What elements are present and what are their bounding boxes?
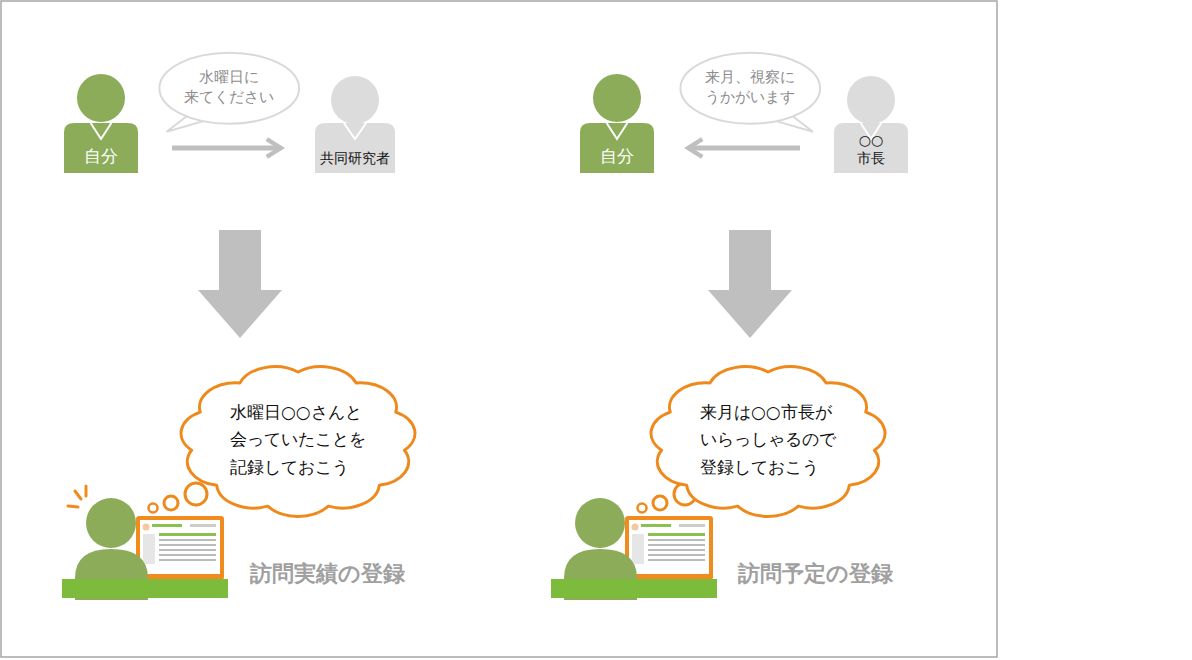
person-collar bbox=[344, 123, 366, 139]
person-name: 自分 bbox=[84, 145, 118, 167]
person-figure: 自分 bbox=[64, 123, 138, 173]
text-group: 水曜日○○さんと 会っていたことを 記録しておこう bbox=[230, 399, 366, 481]
bubble-ellipse bbox=[680, 52, 820, 123]
person-head bbox=[77, 74, 125, 122]
thought-dot bbox=[149, 504, 158, 513]
cloud-shape bbox=[651, 366, 885, 516]
person-collar bbox=[607, 123, 628, 139]
flow-arrow bbox=[172, 146, 281, 151]
speech-bubble: 来月、視察に うかがいます bbox=[679, 52, 822, 124]
section-caption: 訪問実績の登録 bbox=[250, 559, 405, 589]
flow-arrow bbox=[688, 146, 800, 151]
text-group: 来月、視察に うかがいます bbox=[705, 68, 795, 107]
person-name: 自分 bbox=[600, 145, 634, 167]
speech-text: 水曜日に 来てください bbox=[184, 68, 274, 107]
text-group: 共同研究者 bbox=[320, 149, 390, 167]
thought-cloud: 水曜日○○さんと 会っていたことを 記録しておこう bbox=[173, 357, 423, 524]
thought-cloud: 来月は○○市長が いらっしゃるので 登録しておこう bbox=[643, 357, 893, 524]
person-collar bbox=[91, 123, 112, 139]
person-figure: 共同研究者 bbox=[315, 123, 395, 173]
down-arrow bbox=[708, 230, 792, 338]
person-name: ○○市長 bbox=[857, 131, 885, 167]
speech-bubble: 水曜日に 来てください bbox=[158, 52, 301, 124]
thought-dot bbox=[653, 496, 667, 510]
bubble-ellipse bbox=[159, 52, 299, 123]
cloud-shape bbox=[181, 366, 415, 516]
text-group: ○○市長 bbox=[857, 131, 885, 167]
person-head bbox=[331, 76, 379, 124]
person-name: 共同研究者 bbox=[320, 149, 390, 167]
person-head bbox=[847, 76, 895, 124]
text-group: 自分 bbox=[84, 145, 118, 167]
thought-dot bbox=[638, 504, 647, 513]
notice-marks bbox=[68, 486, 86, 507]
thought-dot bbox=[164, 496, 178, 510]
person-head bbox=[593, 74, 641, 122]
computer-figure bbox=[62, 498, 228, 600]
person-body bbox=[64, 123, 138, 173]
thought-dot bbox=[185, 483, 207, 505]
thought-text: 来月は○○市長が いらっしゃるので 登録しておこう bbox=[700, 399, 836, 481]
computer-figure bbox=[551, 498, 717, 600]
text-group: 水曜日に 来てください bbox=[184, 68, 274, 107]
person-body bbox=[315, 123, 395, 173]
person-figure: 自分 bbox=[580, 123, 654, 173]
person-figure: ○○市長 bbox=[834, 123, 908, 173]
frame-border bbox=[1, 1, 997, 657]
section-caption: 訪問予定の登録 bbox=[738, 559, 893, 589]
speech-text: 来月、視察に うかがいます bbox=[705, 68, 795, 107]
down-arrow bbox=[198, 230, 282, 338]
text-group: 自分 bbox=[600, 145, 634, 167]
text-group: 来月は○○市長が いらっしゃるので 登録しておこう bbox=[700, 399, 836, 481]
thought-text: 水曜日○○さんと 会っていたことを 記録しておこう bbox=[230, 399, 366, 481]
person-body bbox=[834, 123, 908, 173]
person-body bbox=[580, 123, 654, 173]
